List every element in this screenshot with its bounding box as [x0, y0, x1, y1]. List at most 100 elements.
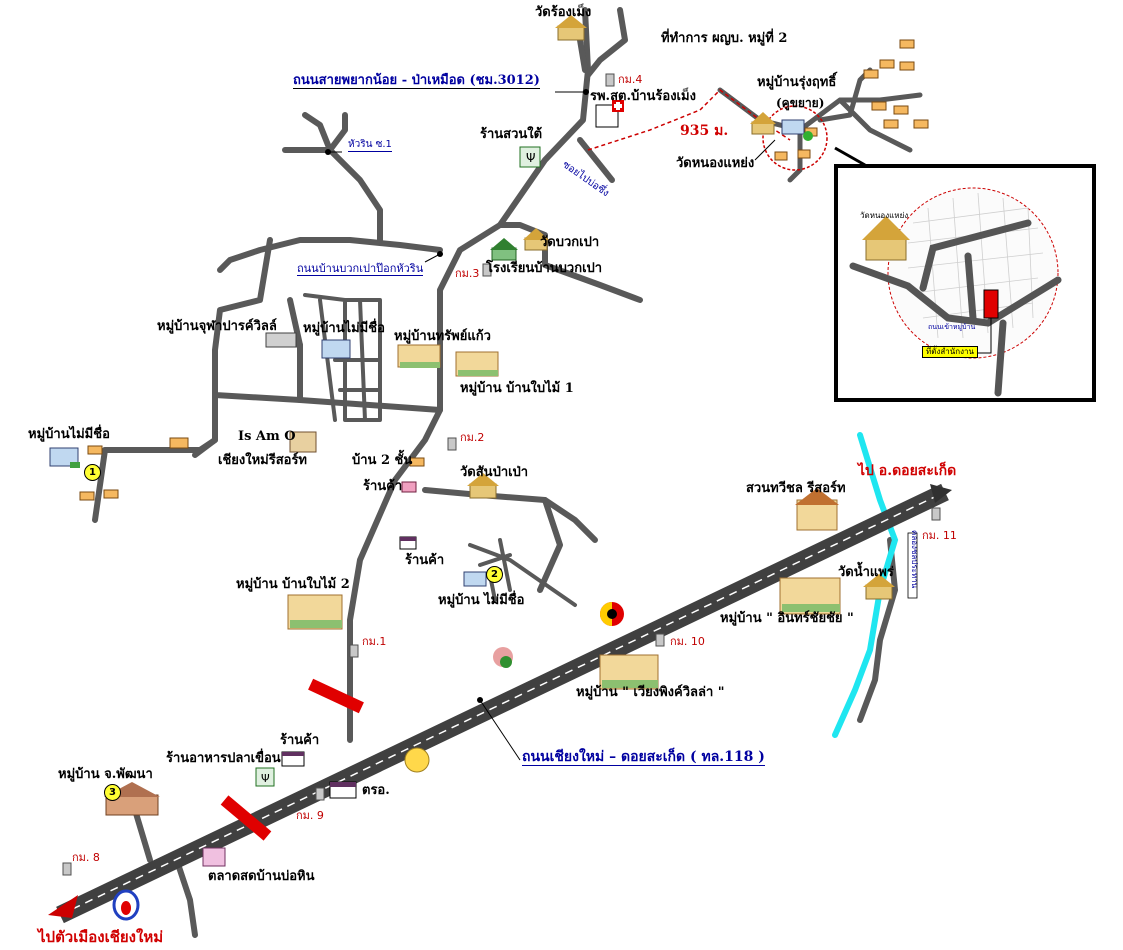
label-km4: กม.4	[618, 73, 643, 86]
label-village-rungrot: หมู่บ้านรุ่งฤทธิ์	[757, 75, 837, 90]
brand-logo-icon	[600, 602, 624, 626]
inset-label-here: ที่ตั้งสำนักงาน	[922, 346, 978, 358]
shop-icon-3	[281, 751, 305, 767]
label-to-city: ไปตัวเมืองเชียงใหม่	[38, 928, 164, 946]
label-km8: กม. 8	[72, 851, 100, 864]
label-tor-ror-or: ตรอ.	[362, 783, 390, 798]
village-icon-rungrot	[781, 119, 813, 141]
temple-icon-buak-pao	[523, 228, 549, 251]
ptt-station-icon	[112, 889, 140, 921]
school-icon	[490, 238, 518, 261]
label-shop1: ร้านค้า	[363, 479, 403, 494]
restaurant-icon-pla: Ψ	[255, 767, 275, 787]
road-san-pa-pao	[422, 487, 598, 543]
temple-icon-san-pa-pao	[467, 473, 499, 499]
building-icon-juthapat	[265, 332, 297, 348]
canal-road-vertical	[907, 532, 918, 599]
road-left-east	[297, 397, 443, 413]
pointer-line-road118	[479, 699, 521, 761]
label-to-doi-saket: ไป อ.ดอยสะเก็ด	[858, 463, 957, 479]
label-office-moo2: ที่ทำการ ผญบ. หมู่ที่ 2	[661, 31, 788, 46]
label-village-juthapat: หมู่บ้านจุฬาปารค์วิลล์	[157, 319, 277, 334]
inset-label-wat: วัดหนองแหย่ง	[860, 211, 909, 220]
temple-icon-rong-mueang	[555, 15, 587, 41]
label-village-rungrot-sub: (คูขยาย)	[776, 96, 825, 110]
label-wat-san-pa-pao: วัดสันป่าเป่า	[460, 465, 529, 480]
label-village-inthra: หมู่บ้าน " อินทร์ชัยชัย "	[720, 611, 854, 626]
label-village-unnamed-top: หมู่บ้านไม่มีชื่อ	[303, 321, 385, 336]
label-house-2floor: บ้าน 2 ชั้น	[352, 453, 413, 468]
inset-map: วัดหนองแหย่ง ที่ตั้งสำนักงาน ถนนเข้าหมู่…	[834, 164, 1096, 402]
label-village-sapkaew: หมู่บ้านทรัพย์แก้ว	[394, 329, 491, 344]
village-icon-left	[49, 447, 80, 468]
main-road	[347, 7, 591, 743]
label-shop3: ร้านค้า	[280, 733, 320, 748]
label-km3: กม.3	[455, 267, 480, 280]
road-left-loop	[212, 237, 303, 403]
road-hua-rin	[327, 147, 383, 243]
village-icon-sapkaew	[397, 344, 441, 368]
rungrot-highlight-circle	[762, 105, 828, 171]
inset-connector	[834, 146, 866, 167]
label-village-baibai2: หมู่บ้าน บ้านใบไม้ 2	[236, 577, 350, 592]
label-distance-935: 935 ม.	[680, 123, 729, 139]
road-soi-side	[577, 137, 615, 183]
tor-ror-or-icon	[329, 781, 357, 799]
pointer-line-nong-haeng	[754, 139, 776, 161]
hospital-icon	[595, 100, 624, 128]
label-health-station: รพ.สต.บ้านร้องเม็ง	[590, 89, 696, 104]
label-village-baibai1: หมู่บ้าน บ้านใบไม้ 1	[460, 381, 574, 396]
inset-road-main	[849, 262, 1062, 327]
arrow-to-doi-saket	[930, 484, 952, 503]
inset-office-marker	[983, 289, 999, 319]
label-village-unnamed-mid: หมู่บ้าน ไม่มีชื่อ	[438, 593, 525, 608]
shop-icon-1	[401, 481, 417, 493]
label-km2: กม.2	[460, 431, 485, 444]
road-hua-rin-branch2	[327, 112, 348, 153]
village-icon-wiang	[599, 654, 659, 690]
village-icon-top-grid	[321, 339, 351, 359]
label-road-3012: ถนนสายพยากน้อย - ป่าเหมือด (ชม.3012)	[293, 73, 540, 89]
label-cm-resort: เชียงใหม่รีสอร์ท	[218, 453, 307, 468]
label-km11: กม. 11	[922, 529, 957, 542]
inset-label-road: ถนนเข้าหมู่บ้าน	[928, 323, 976, 331]
road-rungrot	[717, 67, 923, 183]
label-village-phatthana: หมู่บ้าน จ.พัฒนา	[58, 767, 153, 782]
label-km9: กม. 9	[296, 809, 324, 822]
road-left-cross	[92, 392, 218, 523]
road-to-office	[585, 7, 628, 78]
small-house-icons	[79, 39, 929, 501]
village-icon-baibai1	[455, 351, 499, 377]
km-marker-icons	[62, 73, 941, 876]
label-wat-buak-pao: วัดบวกเปา	[540, 235, 600, 250]
label-canal: คลองชลประทาน	[910, 530, 919, 589]
label-restaurant: ร้านอาหารปลาเขื่อน	[166, 751, 281, 766]
marker-3: 3	[104, 784, 121, 801]
label-wat-nong-haeng: วัดหนองแหย่ง	[676, 156, 755, 171]
village-icon-inthra	[779, 577, 841, 615]
label-km10: กม. 10	[670, 635, 705, 648]
label-suan-tai: ร้านสวนใต้	[480, 127, 543, 142]
temple-icon-nam-phrae	[863, 574, 895, 600]
village-icon-mid	[463, 571, 487, 587]
road-hua-rin-branch1	[302, 112, 333, 153]
village-icon-baibai2	[287, 594, 343, 630]
inset-road-inner	[919, 219, 1032, 292]
highway-118-centerline	[59, 491, 946, 916]
road-nam-phrae	[857, 537, 898, 723]
label-market: ตลาดสดบ้านบ่อหิน	[208, 869, 315, 884]
label-is-am-o: Is Am O	[238, 429, 296, 444]
label-wat-rong-mueang: วัดร้องเม็ง	[535, 5, 592, 20]
building-icon-is-am-o	[289, 431, 317, 453]
label-suan-twichol: สวนทวีชล รีสอร์ท	[746, 481, 846, 496]
label-road-118: ถนนเชียงใหม่ – ดอยสะเก็ด ( ทล.118 )	[522, 749, 765, 766]
resort-icon-twichol	[795, 488, 839, 531]
pointer-line-buakpao	[424, 253, 441, 263]
emblem-icon	[404, 747, 430, 773]
temple-icon-nong-haeng	[750, 112, 776, 135]
label-km1: กม.1	[362, 635, 387, 648]
label-shop2: ร้านค้า	[405, 553, 445, 568]
svg-text:Ψ: Ψ	[261, 772, 270, 785]
